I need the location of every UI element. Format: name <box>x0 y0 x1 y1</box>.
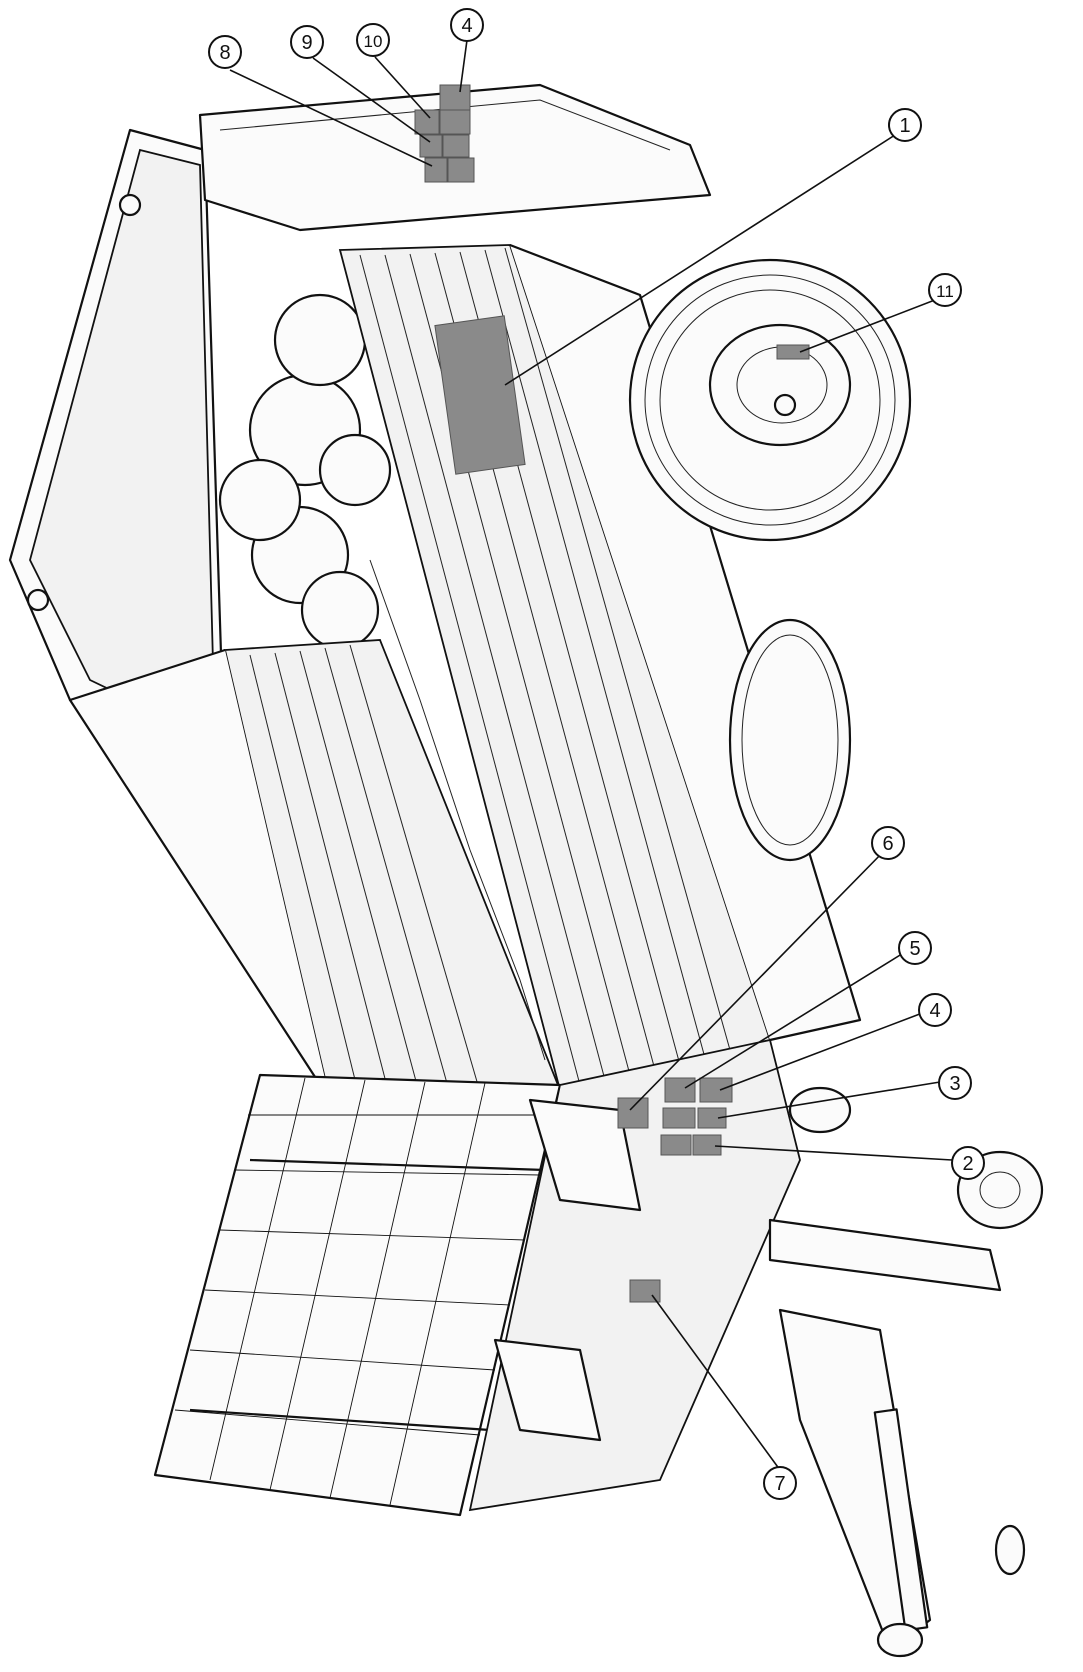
manure-spreader-illustration <box>8 83 1044 1658</box>
svg-text:8: 8 <box>219 42 230 64</box>
decal-2-a <box>660 1134 692 1156</box>
decal-11 <box>776 344 810 360</box>
valve-bracket <box>528 1098 642 1212</box>
pto-yoke <box>876 1622 924 1658</box>
decal-4-lower <box>699 1077 733 1103</box>
callout-3: 3 <box>938 1066 972 1100</box>
callout-6: 6 <box>871 826 905 860</box>
decal-3-a <box>662 1107 696 1129</box>
svg-text:9: 9 <box>301 32 312 54</box>
wheel-rear <box>728 618 852 862</box>
callout-bubbles: 1 2 3 4 4 5 6 7 8 9 10 1 <box>208 8 985 1500</box>
decal-6 <box>617 1097 649 1129</box>
callout-2: 2 <box>951 1146 985 1180</box>
callout-10: 10 <box>356 23 390 57</box>
decal-2-b <box>692 1134 722 1156</box>
callout-5: 5 <box>898 931 932 965</box>
grate-crossbar <box>249 1158 546 1172</box>
lifting-eye <box>26 588 50 612</box>
hydraulic-tank <box>788 1086 852 1134</box>
callout-7: 7 <box>763 1466 797 1500</box>
grate-mesh <box>174 1077 552 1506</box>
callout-8: 8 <box>208 35 242 69</box>
box-side-left <box>68 648 331 1101</box>
hitch-clevis <box>994 1524 1026 1576</box>
apron-chain <box>369 559 546 1061</box>
svg-text:4: 4 <box>929 1000 940 1022</box>
leader-lines <box>229 39 953 1471</box>
wheel-front <box>628 258 912 542</box>
svg-text:1: 1 <box>899 115 910 137</box>
decal-5 <box>664 1077 696 1103</box>
callout-9: 9 <box>290 25 324 59</box>
decal-10-b <box>439 109 471 135</box>
svg-text:10: 10 <box>364 32 383 51</box>
decal-1 <box>434 315 526 475</box>
decal-3-b <box>697 1107 727 1129</box>
tongue <box>768 1218 1002 1292</box>
decal-4-upper <box>439 84 471 111</box>
decal-9-a <box>419 134 443 158</box>
decal-locations <box>414 84 810 1303</box>
svg-text:11: 11 <box>936 282 954 301</box>
svg-text:4: 4 <box>461 15 472 37</box>
decal-8-a <box>424 157 448 183</box>
callout-1: 1 <box>888 108 922 142</box>
decal-8-b <box>447 157 475 183</box>
beater-paddles <box>218 293 392 650</box>
svg-text:2: 2 <box>962 1153 973 1175</box>
grate-crossbar <box>189 1408 491 1432</box>
svg-text:7: 7 <box>774 1473 785 1495</box>
valve-bracket <box>493 1338 602 1442</box>
svg-text:6: 6 <box>882 833 893 855</box>
callout-4b: 4 <box>918 993 952 1027</box>
lifting-eye <box>118 193 142 217</box>
callout-4a: 4 <box>450 8 484 42</box>
decal-9-b <box>442 134 470 158</box>
svg-text:3: 3 <box>949 1073 960 1095</box>
callout-11: 11 <box>928 273 962 307</box>
svg-text:5: 5 <box>909 938 920 960</box>
